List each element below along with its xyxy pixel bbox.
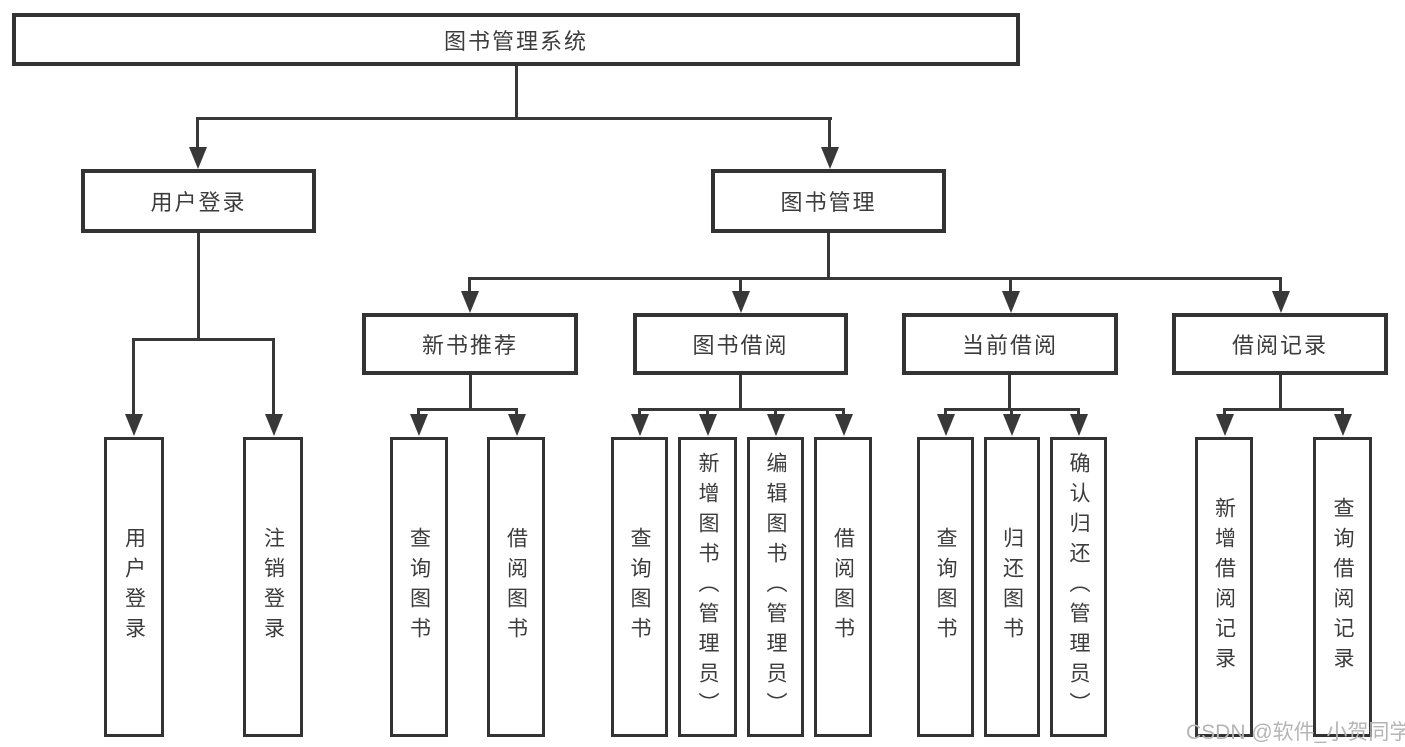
arrowhead-borrowrecord [1272,291,1290,313]
connector-bookborrow-hline [638,408,845,411]
node-book-borrow: 图书借阅 [633,313,848,375]
connector-drop-br-query [1341,411,1344,415]
node-book-management: 图书管理 [711,169,946,233]
leaf-current-return: 归还图书 [984,437,1040,737]
arrowhead-user-login [189,147,207,169]
connector-root-hline [196,117,832,120]
connector-drop-bb-edit [774,411,777,415]
arrowhead-nbr-query [410,414,428,436]
node-book-management-label: 图书管理 [780,190,877,215]
leaf-borrow-edit-book: 编辑图书（管理员） [747,437,804,737]
arrowhead-cb-return [1003,414,1021,436]
arrowhead-cb-query [937,414,955,436]
connector-currentborrow-hline [944,408,1080,411]
arrowhead-bb-add [699,414,717,436]
leaf-record-add: 新增借阅记录 [1195,437,1253,737]
arrowhead-newbookrec [461,291,479,313]
connector-drop-leaf-userlogin [132,341,135,415]
connector-drop-bb-add [706,411,709,415]
node-current-borrow: 当前借阅 [902,313,1118,375]
connector-drop-bb-query [638,411,641,415]
leaf-newbook-query-label: 查询图书 [407,527,431,647]
connector-drop-user-login [196,120,199,148]
arrowhead-br-query [1334,414,1352,436]
connector-drop-leaf-logout [272,341,275,415]
arrowhead-currentborrow [1002,291,1020,313]
connector-drop-cb-query [944,411,947,415]
arrowhead-bb-query [631,414,649,436]
connector-drop-newbookrec [468,280,471,291]
leaf-user-login-label: 用户登录 [122,527,146,647]
node-borrow-record-label: 借阅记录 [1231,333,1328,358]
arrowhead-leaf-logout [265,414,283,436]
leaf-logout: 注销登录 [243,437,303,737]
node-user-login: 用户登录 [81,169,316,233]
connector-userlogin-hline [132,338,275,341]
leaf-borrow-borrow-book-label: 借阅图书 [831,527,855,647]
connector-drop-bb-borrow [842,411,845,415]
leaf-record-query: 查询借阅记录 [1313,437,1372,737]
connector-borrowrecord-hline [1223,408,1344,411]
arrowhead-bookborrow [732,291,750,313]
connector-drop-nbr-query [417,411,420,415]
connector-root-stem [515,66,518,119]
arrowhead-leaf-userlogin [125,414,143,436]
connector-drop-currentborrow [1009,280,1012,291]
connector-bookmgmt-hline [468,277,1282,280]
node-new-book-recommend-label: 新书推荐 [421,333,518,358]
leaf-borrow-add-book: 新增图书（管理员） [678,437,737,737]
leaf-current-confirm-return: 确认归还（管理员） [1050,437,1107,737]
arrowhead-cb-confirm [1070,414,1088,436]
node-borrow-record: 借阅记录 [1172,313,1388,375]
leaf-newbook-borrow-label: 借阅图书 [504,527,528,647]
leaf-record-add-label: 新增借阅记录 [1212,497,1236,677]
connector-drop-cb-return [1010,411,1013,415]
node-root: 图书管理系统 [12,13,1020,66]
arrowhead-bb-edit [767,414,785,436]
connector-drop-nbr-borrow [515,411,518,415]
csdn-watermark: CSDN @软件_小贺同学 [1186,721,1405,744]
connector-newbookrec-stem [469,375,472,408]
connector-newbookrec-hline [417,408,518,411]
leaf-borrow-query-label: 查询图书 [628,527,651,647]
arrowhead-bb-borrow [835,414,853,436]
leaf-borrow-edit-book-label: 编辑图书（管理员） [764,452,787,722]
connector-bookborrow-stem [739,375,742,408]
node-book-borrow-label: 图书借阅 [692,333,789,358]
leaf-logout-label: 注销登录 [261,527,285,647]
connector-drop-book-mgmt [828,120,831,148]
connector-drop-borrowrecord [1279,280,1282,291]
connector-drop-br-add [1223,411,1226,415]
leaf-borrow-add-book-label: 新增图书（管理员） [696,452,719,722]
leaf-user-login: 用户登录 [104,437,164,737]
arrowhead-br-add [1216,414,1234,436]
node-root-label: 图书管理系统 [443,28,588,54]
leaf-record-query-label: 查询借阅记录 [1331,497,1354,677]
connector-drop-cb-confirm [1077,411,1080,415]
leaf-borrow-borrow-book: 借阅图书 [814,437,872,737]
leaf-current-query: 查询图书 [917,437,974,737]
leaf-newbook-query: 查询图书 [390,437,448,737]
node-current-borrow-label: 当前借阅 [961,333,1058,358]
connector-bookmgmt-stem [827,233,830,277]
leaf-newbook-borrow: 借阅图书 [487,437,545,737]
leaf-current-query-label: 查询图书 [934,527,957,647]
connector-borrowrecord-stem [1279,375,1282,408]
connector-drop-bookborrow [739,280,742,291]
leaf-current-return-label: 归还图书 [1000,527,1024,647]
leaf-current-confirm-return-label: 确认归还（管理员） [1067,452,1090,722]
arrowhead-book-mgmt [821,147,839,169]
node-new-book-recommend: 新书推荐 [362,313,578,375]
arrowhead-nbr-borrow [508,414,526,436]
node-user-login-label: 用户登录 [150,190,247,215]
connector-userlogin-stem [197,233,200,338]
leaf-borrow-query: 查询图书 [611,437,668,737]
connector-currentborrow-stem [1008,375,1011,408]
